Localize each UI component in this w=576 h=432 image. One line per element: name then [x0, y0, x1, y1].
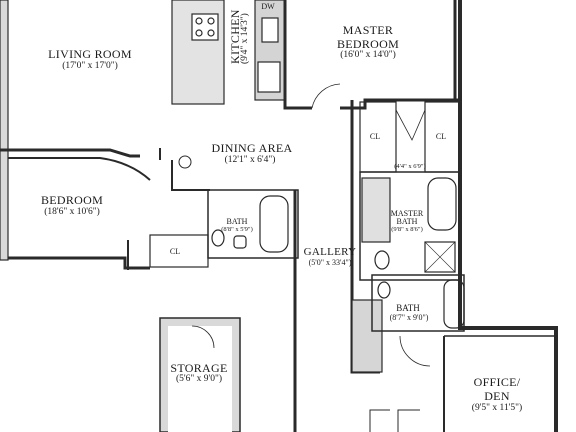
dining-area-dims: (12'1" x 6'4"): [224, 155, 276, 165]
gallery-column: [351, 299, 383, 373]
storage-name: STORAGE: [170, 361, 228, 375]
fridge: [257, 61, 281, 93]
dining-area-name: DINING AREA: [211, 141, 293, 155]
lower-doors: [369, 409, 420, 432]
bedroom-dims: (18'6" x 10'6"): [44, 207, 100, 217]
bedroom-north-wall: [8, 157, 151, 181]
gallery-name: GALLERY: [303, 246, 357, 258]
toilet-small: [211, 229, 225, 247]
sink-small: [233, 235, 247, 249]
master-bedroom-name-2: BEDROOM: [336, 37, 400, 51]
cooktop: [191, 13, 219, 41]
bath-small-name: BATH: [226, 217, 248, 226]
master-bath-name-1: MASTER: [390, 209, 424, 218]
master-bedroom-dims: (16'0" x 14'0"): [340, 50, 396, 60]
closet-bedroom-label: CL: [169, 247, 181, 256]
dining-fixture: [178, 155, 192, 169]
closet-master-left-label: CL: [369, 132, 381, 141]
west-wall: [0, 0, 9, 261]
master-south-wall: [340, 98, 460, 110]
master-tub: [427, 177, 457, 231]
bath-second-tub: [443, 279, 465, 329]
kitchen-dims: (9'4" x 14'3"): [240, 13, 250, 64]
dishwasher-label: DW: [261, 2, 275, 11]
office-den-name-2: DEN: [484, 389, 510, 403]
master-vanity: [361, 177, 391, 243]
master-bedroom-name-1: MASTER: [342, 23, 394, 37]
master-closet-dims: (4'4" x 6'9"): [394, 163, 426, 170]
bath-second-dims: (8'7" x 9'0"): [389, 313, 429, 322]
bath-door-swing: [399, 335, 431, 367]
storage-dims: (5'6" x 9'0"): [175, 374, 223, 384]
closet-master-right-label: CL: [435, 132, 447, 141]
kitchen-east-wall: [283, 0, 312, 110]
shower: [424, 241, 456, 273]
gallery-dims: (5'0" x 33'4"): [308, 258, 352, 267]
bedroom-south-wall: [8, 256, 150, 270]
master-door-swing: [311, 83, 341, 109]
master-toilet: [374, 250, 390, 270]
bathtub-small: [259, 195, 289, 253]
bath-second-name: BATH: [396, 303, 420, 313]
bath-second-toilet: [377, 281, 391, 299]
storage-door: [191, 325, 215, 349]
sink: [261, 17, 279, 43]
bedroom-name: BEDROOM: [40, 193, 104, 207]
master-bath-name-2: BATH: [396, 217, 418, 226]
dining-north-wall: [159, 148, 210, 191]
master-bath-dims: (9'8" x 8'6"): [391, 226, 423, 233]
living-room-south-wall: [0, 148, 140, 158]
east-wall: [458, 0, 558, 432]
living-room-dims: (17'0" x 17'0"): [62, 61, 118, 71]
office-den-name-1: OFFICE/: [473, 375, 521, 389]
bath-small-dims: (8'8" x 5'9"): [221, 226, 253, 233]
office-den-dims: (9'5" x 11'5"): [471, 403, 523, 413]
living-room-name: LIVING ROOM: [48, 47, 132, 61]
bath-block: [207, 189, 299, 259]
